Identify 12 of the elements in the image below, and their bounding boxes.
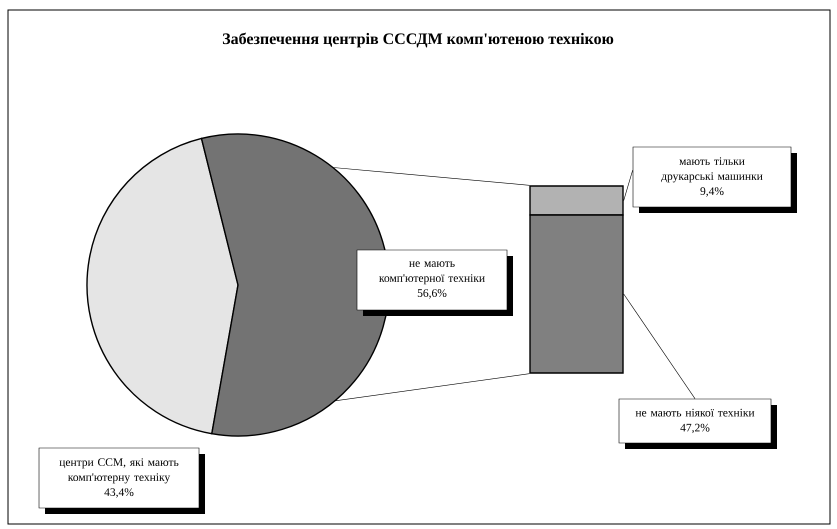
pie-slice	[86, 138, 239, 434]
connector-line	[334, 373, 530, 402]
bar-segment	[529, 185, 624, 216]
connector-line	[332, 167, 530, 186]
label-box: мають тільки друкарські машинки 9,4%	[632, 146, 797, 213]
label-box: не мають ніякої техніки 47,2%	[618, 398, 777, 449]
bar-segment	[529, 214, 624, 374]
leader-line	[623, 294, 696, 399]
leader-line	[623, 170, 633, 201]
label-box: не мають комп'ютерної техніки 56,6%	[356, 250, 513, 316]
label-box: центри ССМ, які мають комп'ютерну техніку 43,4%	[38, 448, 205, 514]
chart-title: Забезпечення центрів СССДМ комп'ютеною технікою	[222, 32, 614, 48]
